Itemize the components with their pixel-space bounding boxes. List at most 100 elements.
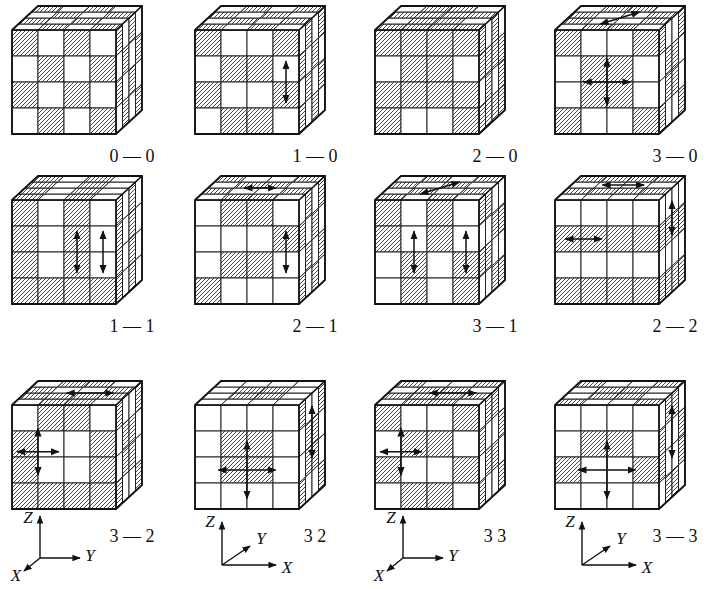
cube-cell	[38, 108, 64, 134]
cube-cell	[607, 278, 633, 304]
axis-label: Z	[565, 513, 574, 532]
cube-drawing	[375, 381, 505, 509]
cube-edge	[12, 176, 142, 304]
cube-cell	[401, 200, 427, 226]
cube-cell	[555, 108, 581, 134]
cube-cell	[12, 30, 38, 56]
cube-cell	[581, 108, 607, 134]
cube-cell	[401, 457, 427, 483]
cube-cell	[555, 457, 581, 483]
cube-cell	[453, 278, 479, 304]
cube-cell	[38, 252, 64, 278]
cube-drawing	[375, 176, 505, 304]
cube-cell	[375, 278, 401, 304]
cube-cell	[90, 56, 116, 82]
cube-cell	[90, 200, 116, 226]
cube-outline	[555, 381, 685, 509]
cube-cell	[453, 108, 479, 134]
mode-label: 3 3	[484, 527, 507, 547]
cube-cell	[90, 278, 116, 304]
cube-cell	[273, 200, 299, 226]
cube-cell	[12, 431, 38, 457]
cube-cell	[375, 200, 401, 226]
cube-cell	[607, 108, 633, 134]
vibration-arrow	[671, 406, 673, 458]
cube-cell	[195, 226, 221, 252]
vibration-arrow	[430, 392, 477, 394]
mode-label: 3 — 3	[653, 527, 698, 547]
cube-outline	[12, 176, 142, 304]
axis-label: Z	[23, 509, 32, 528]
cube-cell	[195, 30, 221, 56]
cube-cell	[581, 278, 607, 304]
vibration-arrow	[602, 184, 644, 186]
cube-cell	[427, 82, 453, 108]
cube-cell	[427, 457, 453, 483]
cube-cell	[607, 405, 633, 431]
axis-label: Y	[256, 530, 265, 549]
cube-cell	[221, 56, 247, 82]
cube-cell	[607, 431, 633, 457]
cube-cell	[273, 108, 299, 134]
cube-cell	[401, 30, 427, 56]
cube-cell	[607, 30, 633, 56]
vibration-arrow	[17, 451, 59, 453]
mode-label: 3 — 2	[110, 527, 155, 547]
cube-edge	[555, 6, 685, 134]
axis-arrow	[222, 564, 276, 565]
vibration-arrow	[578, 469, 635, 471]
cube-edge	[555, 381, 685, 509]
cube-cell	[38, 405, 64, 431]
cube-cell	[581, 431, 607, 457]
axis-arrow	[39, 516, 40, 558]
cube-cell	[453, 200, 479, 226]
cube-cell	[64, 200, 90, 226]
cube-cell	[427, 483, 453, 509]
cube-drawing	[375, 6, 505, 134]
cube-cell	[12, 200, 38, 226]
cube-cell	[273, 483, 299, 509]
cube-cell	[607, 82, 633, 108]
vibration-arrow	[76, 231, 78, 273]
cube-cell	[90, 82, 116, 108]
cube-cell	[247, 483, 273, 509]
cube-cell	[401, 483, 427, 509]
vibration-arrow	[671, 201, 673, 235]
cube-cell	[247, 30, 273, 56]
axis-arrow	[222, 546, 250, 565]
cube-drawing	[555, 6, 685, 134]
cube-cell	[427, 56, 453, 82]
axis-label: Y	[448, 547, 457, 566]
cube-cell	[581, 252, 607, 278]
cube-cell	[633, 252, 659, 278]
cube-edge	[375, 6, 505, 134]
cube-cell	[64, 483, 90, 509]
cube-cell	[12, 226, 38, 252]
cube-cell	[375, 108, 401, 134]
cube-cell	[38, 483, 64, 509]
cube-cell	[64, 431, 90, 457]
cube-cell	[221, 200, 247, 226]
vibration-arrow	[465, 231, 467, 273]
mode-label: 3 — 0	[653, 147, 698, 167]
cube-drawing	[12, 176, 142, 304]
cube-cell	[401, 278, 427, 304]
cube-cell	[221, 82, 247, 108]
axis-arrow	[403, 557, 443, 558]
cube-cell	[273, 431, 299, 457]
cube-cell	[375, 82, 401, 108]
cube-edge	[195, 6, 325, 134]
axis-arrow	[582, 564, 636, 565]
vibration-arrow	[244, 187, 275, 189]
cube-cell	[375, 30, 401, 56]
cube-cell	[64, 30, 90, 56]
cube-cell	[453, 457, 479, 483]
cube-cell	[195, 431, 221, 457]
cube-cell	[195, 82, 221, 108]
cube-cell	[12, 483, 38, 509]
cube-cell	[607, 56, 633, 82]
cube-outline	[375, 381, 505, 509]
cube-cell	[273, 30, 299, 56]
cube-outline	[12, 6, 142, 134]
